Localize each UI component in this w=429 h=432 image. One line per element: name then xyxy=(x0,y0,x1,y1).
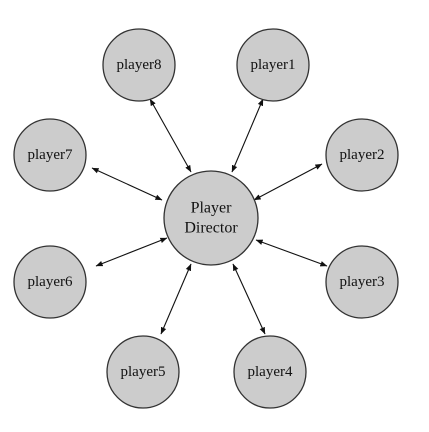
player-node-label: player5 xyxy=(121,364,166,380)
player-node-circle xyxy=(13,245,87,319)
player-node-circle xyxy=(13,118,87,192)
edge-player3 xyxy=(255,239,328,267)
player-node-player8: player8 xyxy=(102,28,176,102)
edge-player8 xyxy=(149,98,192,173)
edges-group xyxy=(91,98,328,335)
center-node-circle xyxy=(163,170,259,266)
player-node-player3: player3 xyxy=(325,245,399,319)
player-node-player4: player4 xyxy=(233,335,307,409)
player-node-circle xyxy=(325,118,399,192)
center-label-line2: Director xyxy=(184,220,238,237)
player-node-circle xyxy=(325,245,399,319)
player-node-circle xyxy=(106,335,180,409)
player-node-label: player2 xyxy=(340,147,385,163)
edge-player2 xyxy=(253,163,323,201)
player-node-player7: player7 xyxy=(13,118,87,192)
player-node-circle xyxy=(102,28,176,102)
player-node-player1: player1 xyxy=(236,28,310,102)
center-label-line1: Player xyxy=(191,200,233,217)
edge-player4 xyxy=(232,263,266,335)
player-node-player5: player5 xyxy=(106,335,180,409)
player-node-label: player1 xyxy=(251,57,296,73)
player-node-player6: player6 xyxy=(13,245,87,319)
edge-player6 xyxy=(95,237,168,267)
center-node: Player Director xyxy=(163,170,259,266)
player-node-label: player8 xyxy=(117,57,162,73)
player-node-label: player7 xyxy=(28,147,73,163)
player-node-label: player4 xyxy=(248,364,293,380)
player-node-label: player3 xyxy=(340,274,385,290)
edge-player7 xyxy=(91,167,163,201)
player-node-circle xyxy=(236,28,310,102)
edge-player1 xyxy=(231,98,264,173)
player-node-player2: player2 xyxy=(325,118,399,192)
edge-player5 xyxy=(160,263,192,335)
player-node-label: player6 xyxy=(28,274,73,290)
player-node-circle xyxy=(233,335,307,409)
